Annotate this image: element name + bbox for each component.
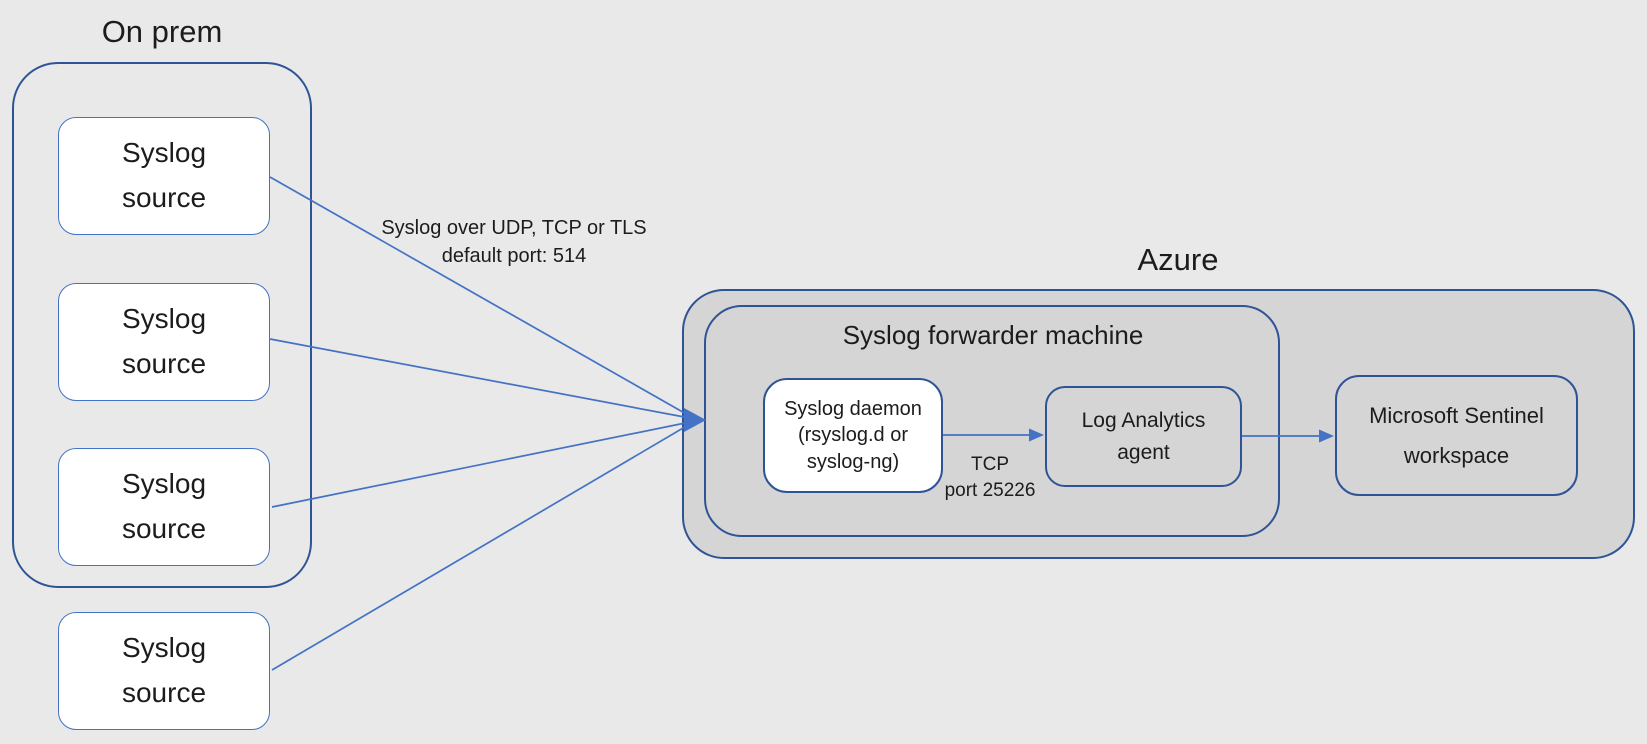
sentinel-workspace-node: Microsoft Sentinel workspace [1335,375,1578,496]
syslog-source-label: Syslog source [121,303,207,379]
tcp-port-label: TCP port 25226 [944,454,1036,502]
syslog-source-node: Syslog source [58,283,270,401]
log-analytics-agent-label: Log Analytics agent [1081,409,1206,464]
connection-protocol-label: Syslog over UDP, TCP or TLS default port… [381,217,647,268]
sentinel-workspace-label: Microsoft Sentinel workspace [1369,402,1544,468]
syslog-source-label: Syslog source [121,468,207,544]
syslog-source-label: Syslog source [121,632,207,708]
syslog-source-label: Syslog source [121,137,207,213]
syslog-source-node: Syslog source [58,117,270,235]
syslog-source-node: Syslog source [58,448,270,566]
syslog-daemon-node: Syslog daemon (rsyslog.d or syslog-ng) [763,378,943,493]
edge-source-4-to-forwarder [271,420,696,671]
log-analytics-agent-node: Log Analytics agent [1045,386,1242,487]
edge-source-3-to-forwarder [271,420,696,508]
syslog-daemon-label: Syslog daemon (rsyslog.d or syslog-ng) [784,397,922,473]
on-prem-title: On prem [101,14,223,49]
edge-source-2-to-forwarder [269,338,696,420]
azure-title: Azure [1137,242,1219,277]
syslog-source-node: Syslog source [58,612,270,730]
forwarder-machine-title: Syslog forwarder machine [842,320,1144,350]
